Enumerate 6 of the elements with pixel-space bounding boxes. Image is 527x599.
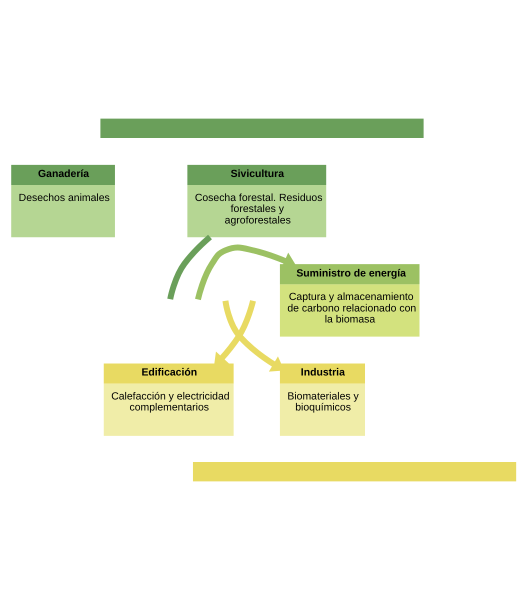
connector <box>167 234 212 300</box>
node-bar <box>192 461 516 481</box>
node-bar <box>100 118 424 138</box>
arrow <box>214 300 256 366</box>
arrow <box>222 300 284 372</box>
arrow <box>195 244 296 300</box>
